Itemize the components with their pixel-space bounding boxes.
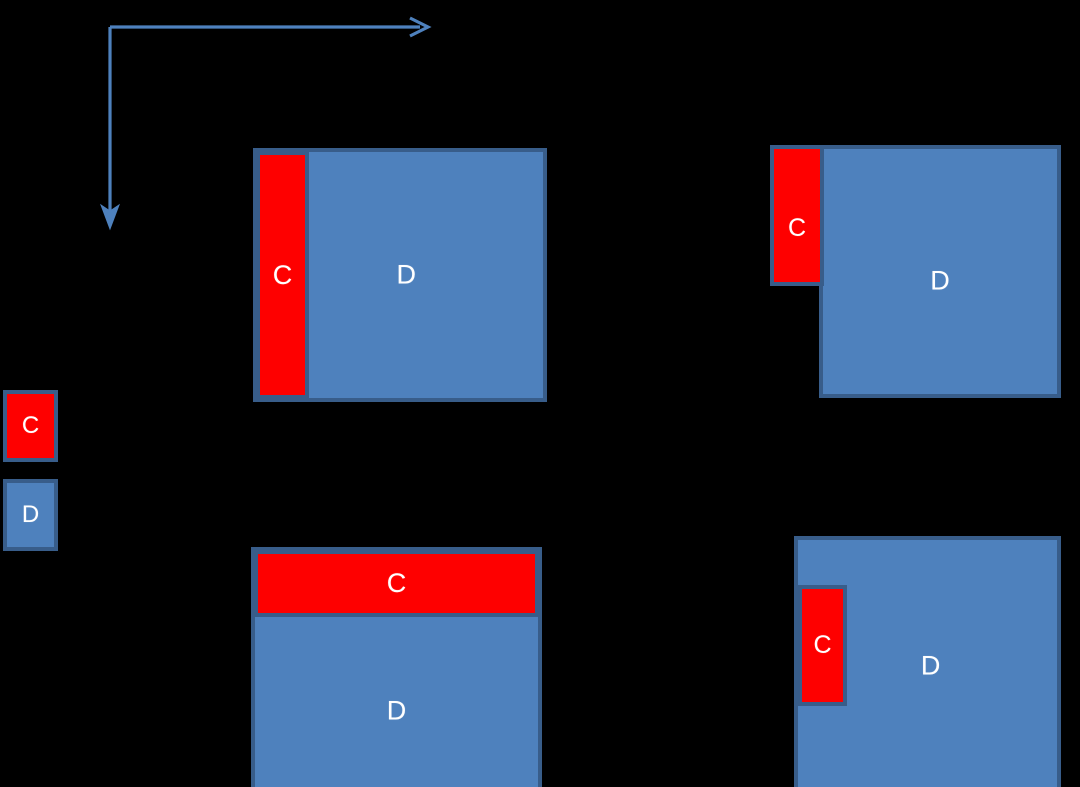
- d-label: D: [930, 265, 950, 296]
- d-label: D: [396, 259, 416, 290]
- c-rectangle: C: [254, 550, 539, 617]
- d-rectangle: D: [819, 145, 1061, 398]
- vertical-axis-arrow: [99, 27, 121, 231]
- c-label: C: [386, 568, 407, 598]
- horizontal-axis-arrow: [110, 16, 432, 38]
- legend-swatch-c: C: [3, 390, 58, 462]
- c-label: C: [813, 631, 832, 659]
- legend-swatch-d: D: [3, 479, 58, 551]
- c-rectangle: C: [798, 585, 847, 706]
- legend-label-c: C: [21, 412, 40, 439]
- legend-label-d: D: [21, 501, 40, 528]
- c-label: C: [787, 213, 807, 242]
- d-label: D: [920, 650, 941, 681]
- d-label: D: [386, 695, 407, 726]
- c-rectangle: C: [256, 151, 309, 399]
- c-rectangle: C: [770, 145, 824, 286]
- c-label: C: [272, 259, 293, 290]
